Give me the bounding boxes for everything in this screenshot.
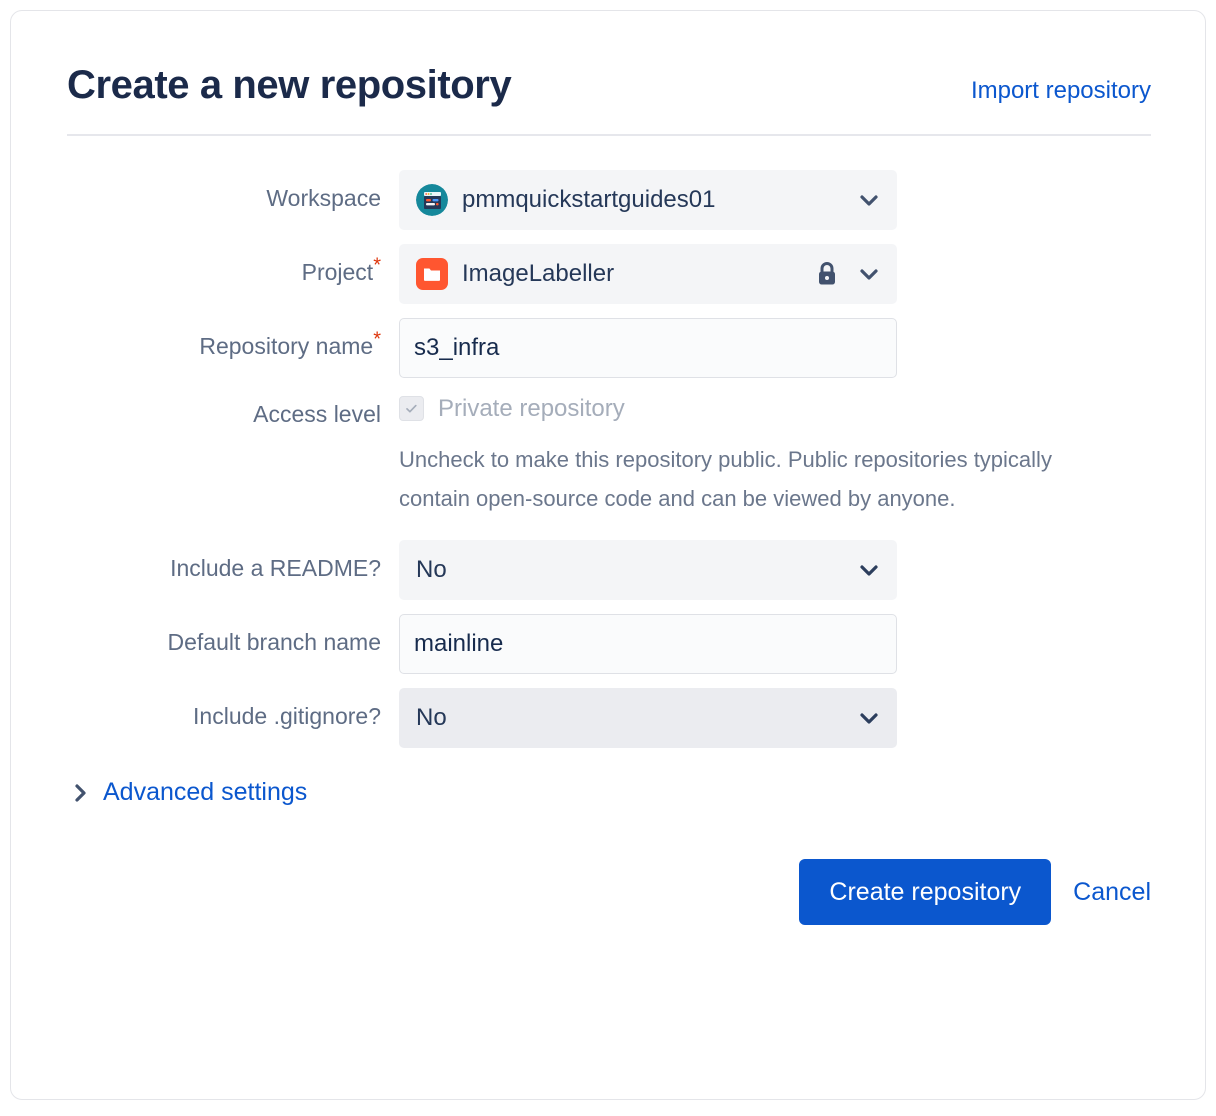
project-select[interactable]: ImageLabeller <box>399 243 897 304</box>
form-row-include-gitignore: Include .gitignore? No <box>67 688 1151 749</box>
form-row-workspace: Workspace <box>67 169 1151 230</box>
project-required-marker: * <box>373 254 381 277</box>
access-level-label-text: Access level <box>253 400 381 427</box>
default-branch-label: Default branch name <box>67 614 399 657</box>
create-repository-form: Workspace <box>67 136 1151 926</box>
repository-name-label: Repository name* <box>67 318 399 361</box>
chevron-right-icon <box>73 782 89 804</box>
include-gitignore-value: No <box>416 704 447 732</box>
repository-name-required-marker: * <box>373 328 381 351</box>
form-row-include-readme: Include a README? No <box>67 540 1151 601</box>
lock-icon <box>814 259 840 289</box>
include-readme-select[interactable]: No <box>399 540 897 601</box>
form-row-project: Project* ImageLabeller <box>67 243 1151 304</box>
create-repository-button[interactable]: Create repository <box>799 859 1052 926</box>
project-label-text: Project <box>301 258 374 285</box>
include-readme-label-text: Include a README? <box>170 555 381 582</box>
form-row-access-level: Access level Private repository Uncheck … <box>67 392 1151 518</box>
workspace-value: pmmquickstartguides01 <box>462 185 716 213</box>
chevron-down-icon <box>858 707 880 729</box>
repository-name-label-text: Repository name <box>199 332 374 359</box>
project-value: ImageLabeller <box>462 259 615 287</box>
advanced-settings-toggle[interactable]: Advanced settings <box>73 778 1151 807</box>
chevron-down-icon <box>858 263 880 285</box>
repository-name-input[interactable] <box>399 317 897 378</box>
default-branch-label-text: Default branch name <box>167 629 381 656</box>
workspace-label: Workspace <box>67 170 399 213</box>
workspace-label-text: Workspace <box>266 184 381 211</box>
private-repository-label: Private repository <box>438 394 625 422</box>
import-repository-link[interactable]: Import repository <box>970 77 1151 104</box>
access-level-label: Access level <box>67 392 399 429</box>
checkmark-icon <box>406 405 417 413</box>
include-readme-value: No <box>416 556 447 584</box>
default-branch-input[interactable] <box>399 614 897 675</box>
page-title: Create a new repository <box>67 63 512 107</box>
workspace-select[interactable]: pmmquickstartguides01 <box>399 169 897 230</box>
private-repository-checkbox-row[interactable]: Private repository <box>399 392 1151 426</box>
form-row-default-branch: Default branch name <box>67 614 1151 675</box>
chevron-down-icon <box>858 559 880 581</box>
advanced-settings-link[interactable]: Advanced settings <box>103 778 308 807</box>
chevron-down-icon <box>858 189 880 211</box>
project-folder-icon <box>416 257 448 290</box>
cancel-link[interactable]: Cancel <box>1073 877 1151 906</box>
form-actions: Create repository Cancel <box>67 859 1151 926</box>
form-row-repository-name: Repository name* <box>67 317 1151 378</box>
create-repository-card: Create a new repository Import repositor… <box>10 10 1206 1100</box>
include-readme-label: Include a README? <box>67 540 399 583</box>
include-gitignore-label-text: Include .gitignore? <box>193 703 381 730</box>
workspace-avatar-icon <box>416 183 448 216</box>
project-label: Project* <box>67 244 399 287</box>
private-repository-checkbox <box>399 396 424 422</box>
access-level-help-text: Uncheck to make this repository public. … <box>399 446 1052 511</box>
include-gitignore-label: Include .gitignore? <box>67 688 399 731</box>
include-gitignore-select[interactable]: No <box>399 688 897 749</box>
card-header: Create a new repository Import repositor… <box>67 63 1151 136</box>
